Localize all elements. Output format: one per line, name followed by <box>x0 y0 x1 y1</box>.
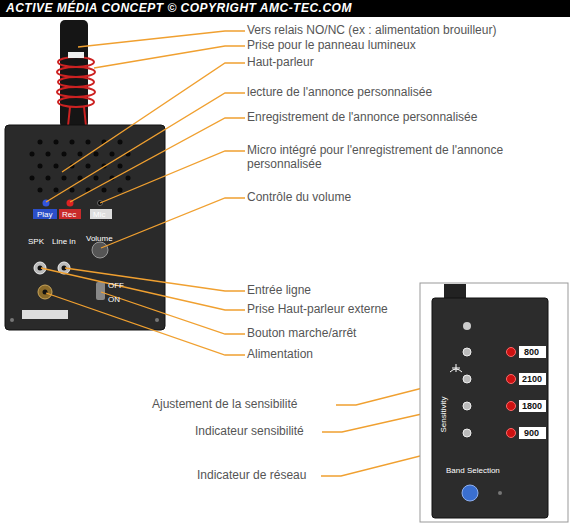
leader-lines <box>41 31 511 476</box>
device-marking: SPK <box>28 237 44 246</box>
rec-tag <box>59 209 81 219</box>
callout-text: Haut-parleur <box>247 56 314 70</box>
callout-text: Alimentation <box>247 348 313 362</box>
band-leds <box>507 348 516 438</box>
device-side <box>432 298 548 518</box>
callout-text: Indicateur de réseau <box>197 469 306 483</box>
band-number: 1800 <box>522 401 542 411</box>
antenna <box>60 20 88 128</box>
callout-text: Contrôle du volume <box>247 191 351 205</box>
detail-frame <box>420 283 568 522</box>
callout-text: Prise Haut-parleur externe <box>247 303 388 317</box>
callout-text: Prise pour le panneau lumineux <box>247 39 416 53</box>
top-led <box>463 322 471 330</box>
callout-text: Vers relais NO/NC (ex : alimentation bro… <box>247 24 496 38</box>
device-marking: Play <box>37 210 53 219</box>
band-number: 900 <box>524 428 539 438</box>
callout-text: Entrée ligne <box>247 284 311 298</box>
device-marking: OFF <box>108 281 124 290</box>
callout-text: Micro intégré pour l'enregistrement de l… <box>247 144 552 172</box>
rating-sticker <box>22 310 68 319</box>
band-number: 800 <box>524 347 539 357</box>
device-marking: Line in <box>52 237 76 246</box>
spk-jack <box>34 262 46 274</box>
plus-arrow-symbol <box>450 364 462 372</box>
device-marking: Sensitivity <box>439 397 448 433</box>
volume-knob <box>92 242 108 258</box>
red-wire-coil <box>57 57 95 126</box>
callout-text: lecture de l'annonce personnalisée <box>247 86 432 100</box>
device-marking: Mic <box>93 210 105 219</box>
callout-text: Ajustement de la sensibilité <box>152 398 297 412</box>
callout-text: Bouton marche/arrêt <box>247 327 356 341</box>
cable-tie <box>68 52 84 58</box>
band-number: 2100 <box>522 374 542 384</box>
band-selector-knob <box>462 485 478 501</box>
callout-text: Enregistrement de l'annonce personnalisé… <box>247 111 477 125</box>
device-marking: Band Selection <box>446 466 500 475</box>
title-banner <box>0 0 570 17</box>
speaker-grille <box>30 140 131 193</box>
device-marking: Volume <box>86 234 113 243</box>
mic-tag <box>90 209 112 219</box>
device-body <box>5 125 165 330</box>
play-tag <box>33 209 57 219</box>
power-switch <box>96 282 105 300</box>
device-marking: Rec <box>62 210 76 219</box>
band-number-tags <box>519 346 546 439</box>
sensitivity-pots <box>463 348 471 437</box>
callout-text: Indicateur sensibilité <box>195 425 304 439</box>
power-jack <box>38 285 52 299</box>
banner-title: ACTIVE MÉDIA CONCEPT © COPYRIGHT AMC-TEC… <box>6 1 352 15</box>
device-marking: ON <box>108 295 120 304</box>
